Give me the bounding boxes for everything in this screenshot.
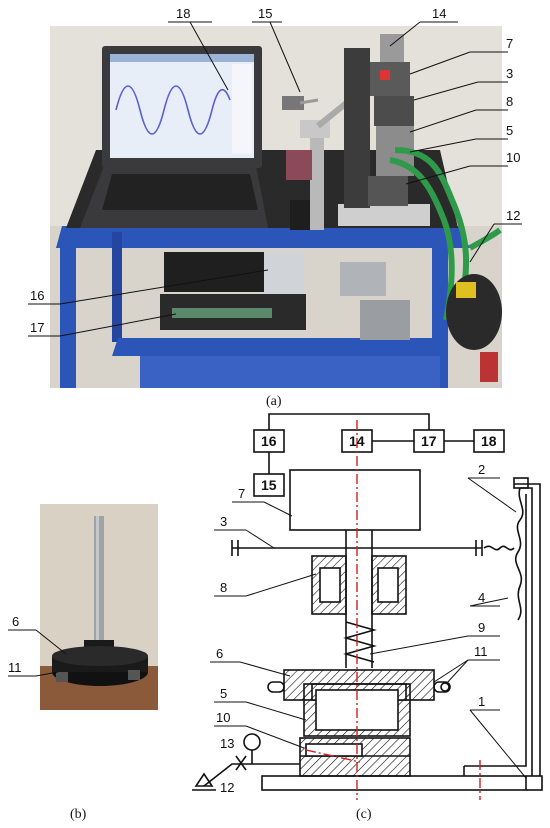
label-c-5: 5 [220,686,227,701]
sensor-stand [282,89,362,230]
label-c-6: 6 [216,646,223,661]
label-a-18: 18 [176,6,190,21]
schematic-c [192,413,543,791]
block-label-16: 16 [261,433,277,449]
label-a-14: 14 [432,6,446,21]
spring-9 [343,621,377,663]
photo-b: 6 11 (b) [8,504,158,822]
label-c-8: 8 [220,580,227,595]
block-label-18: 18 [481,433,497,449]
block-label-15: 15 [261,477,277,493]
label-a-12: 12 [506,208,520,223]
label-c-1: 1 [478,694,485,709]
label-a-3: 3 [506,66,513,81]
label-c-10: 10 [216,710,230,725]
label-c-3: 3 [220,514,227,529]
label-a-7: 7 [506,36,513,51]
caption-a: (a) [266,394,282,409]
photo-b-callouts [8,629,67,677]
label-a-10: 10 [506,150,520,165]
gauge-13 [243,733,261,751]
label-c-2: 2 [478,462,485,477]
label-a-8: 8 [506,94,513,109]
caption-c: (c) [356,807,372,822]
mass-7 [289,469,421,531]
label-c-7: 7 [238,486,245,501]
hose [394,147,470,301]
lower-shelf-devices [160,252,502,382]
cart-frame [56,226,470,388]
laptop-screen [110,54,254,158]
caption-b: (b) [70,807,87,822]
axis-lines [305,420,481,800]
floor-plate-1 [261,775,543,791]
photo-a: 18 15 14 7 3 8 5 10 12 16 17 (a) [28,6,522,409]
label-c-11: 11 [474,644,488,659]
sensor-wire-4 [514,487,524,621]
label-a-16: 16 [30,288,44,303]
column-cap [513,477,529,489]
laptop [80,46,268,228]
label-b-11: 11 [8,660,22,675]
label-a-15: 15 [258,6,272,21]
label-b-6: 6 [12,614,19,629]
controller-16 [264,252,304,300]
block-label-14: 14 [349,433,365,449]
label-c-4: 4 [478,590,485,605]
label-c-9: 9 [478,620,485,635]
sine-wave [115,85,231,135]
label-c-12: 12 [220,780,234,795]
label-a-17: 17 [30,320,44,335]
photo-a-callouts [28,21,522,337]
schematic-callouts [210,477,527,779]
label-c-13: 13 [220,736,234,751]
block-label-17: 17 [421,433,437,449]
label-a-5: 5 [506,123,513,138]
